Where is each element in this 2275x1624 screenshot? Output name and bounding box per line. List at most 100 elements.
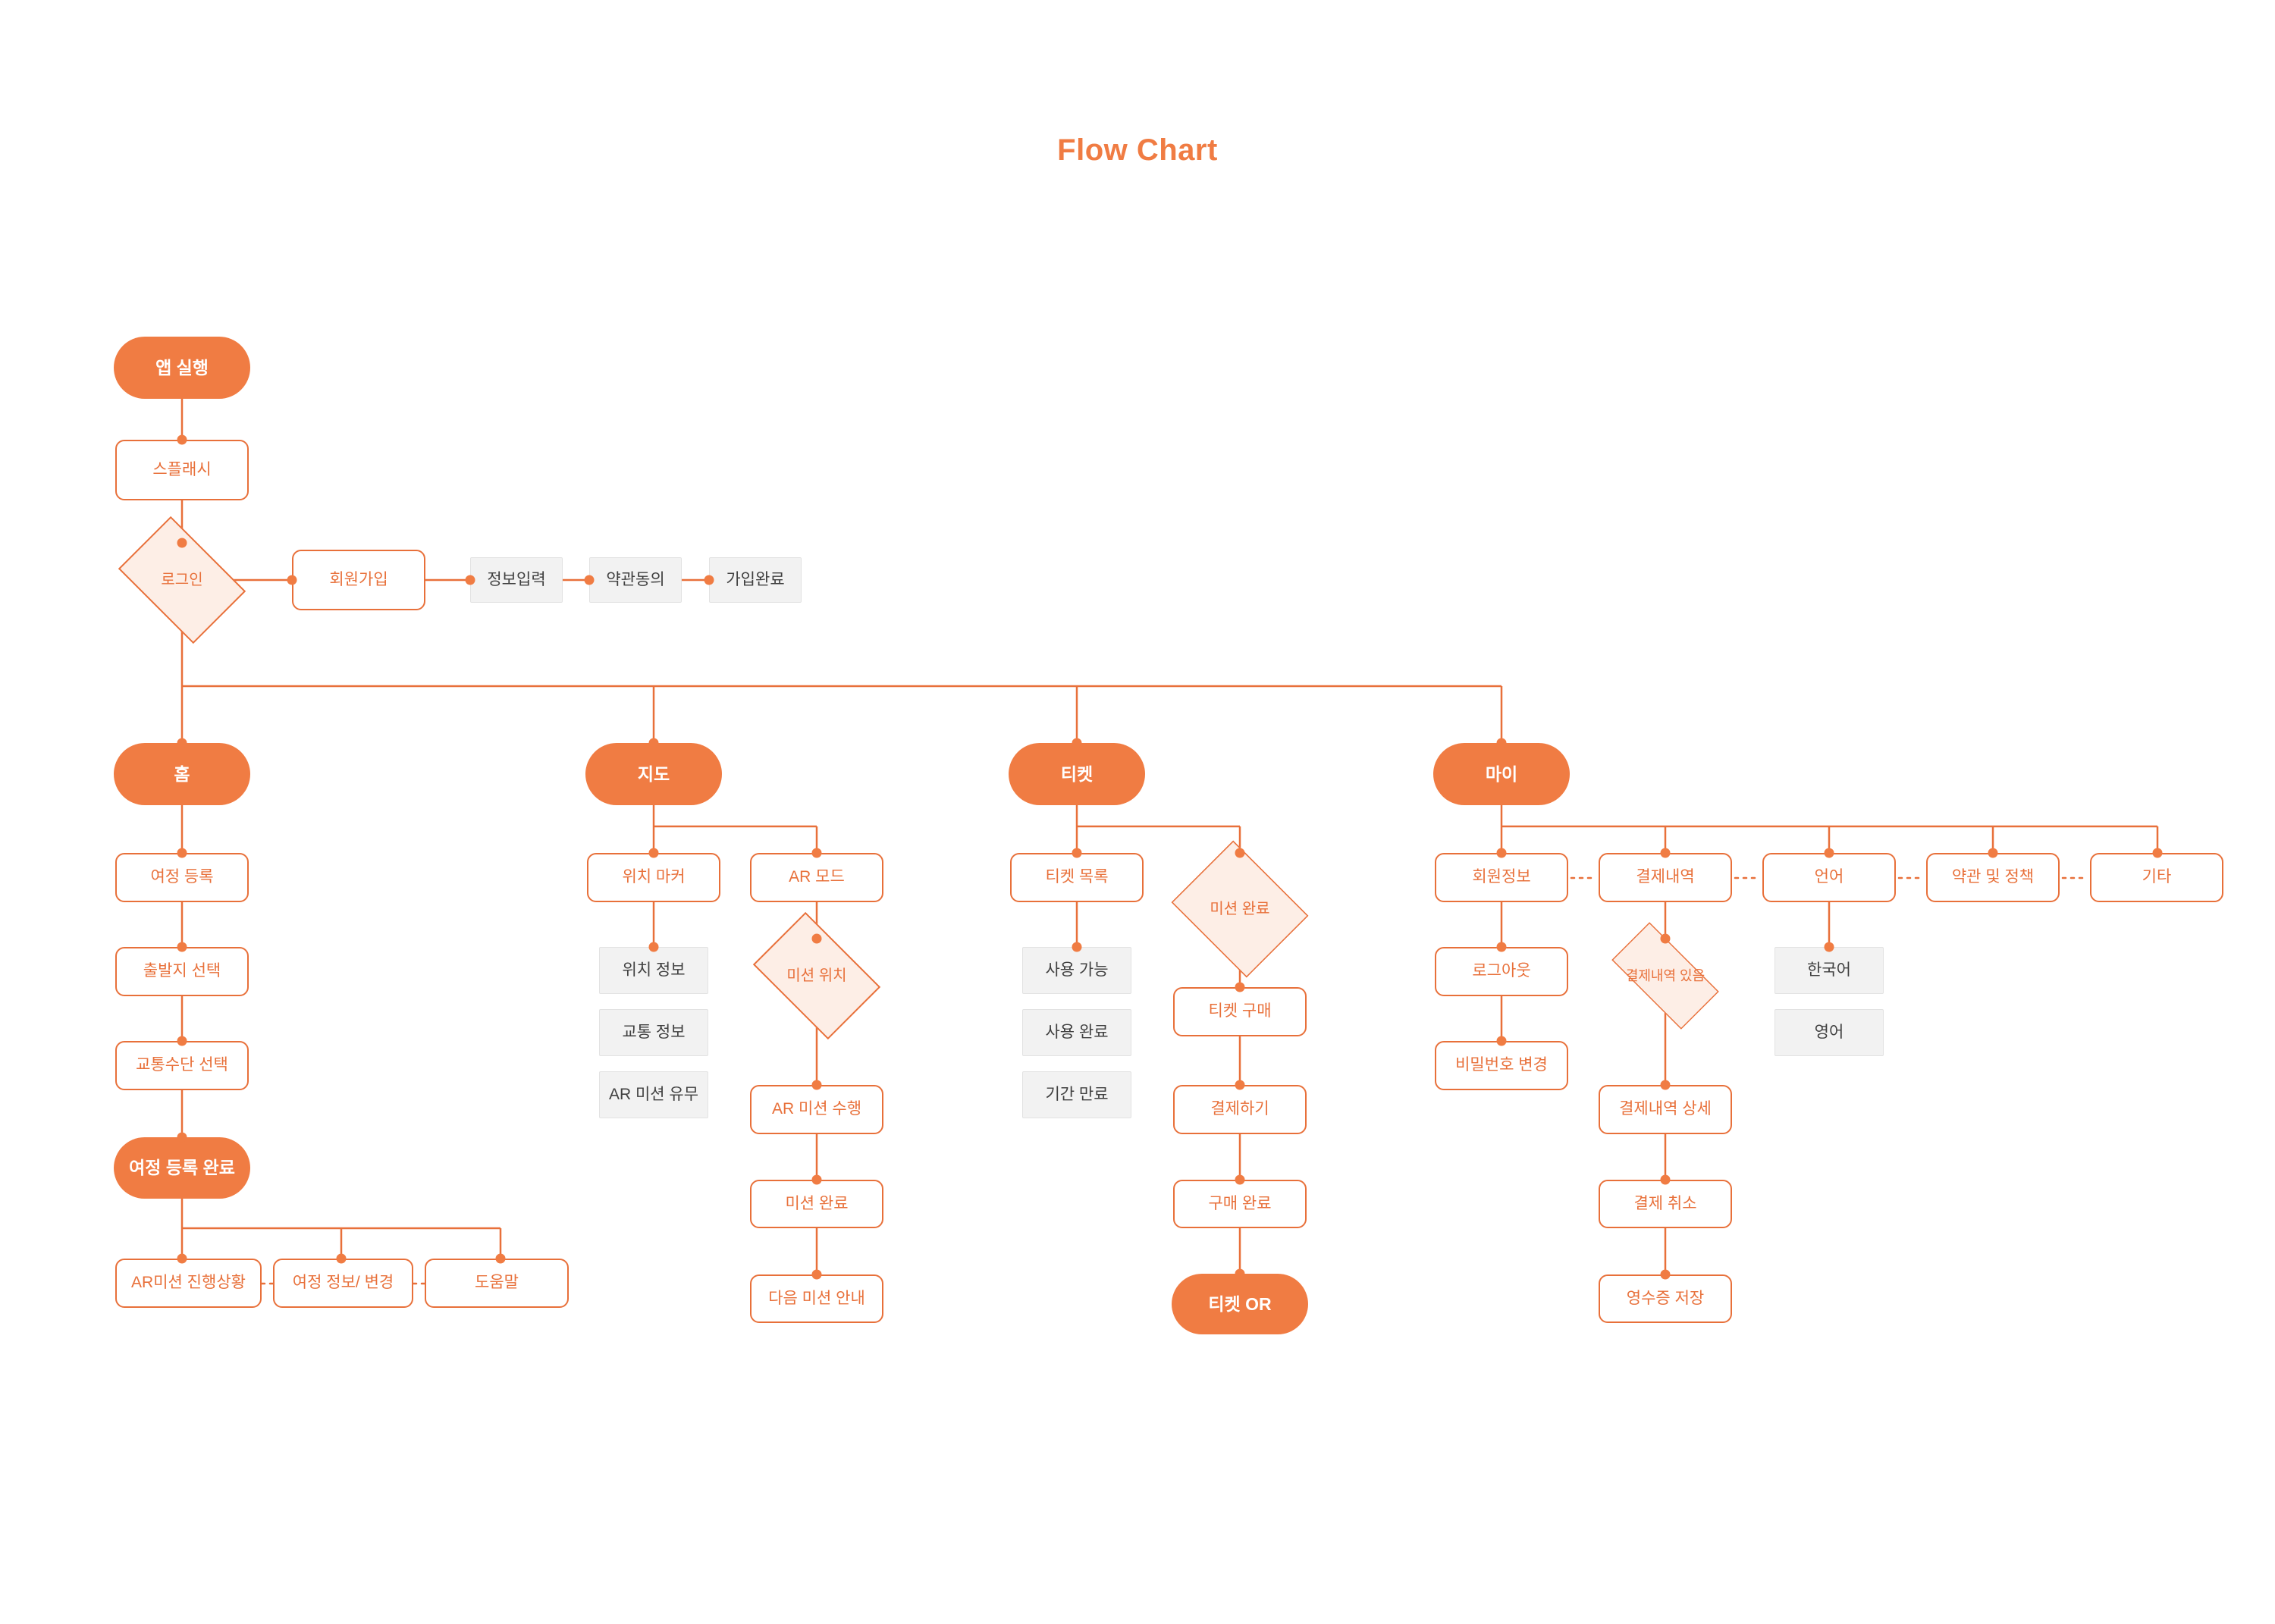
node-signup[interactable]: 회원가입 [292, 550, 425, 610]
node-label: 앱 실행 [155, 357, 209, 378]
node-next-mission[interactable]: 다음 미션 안내 [750, 1274, 883, 1323]
connector-dot [1660, 848, 1671, 858]
node-label: 로그아웃 [1472, 962, 1531, 980]
node-label: 다음 미션 안내 [768, 1289, 865, 1307]
node-label: 티켓 OR [1208, 1293, 1272, 1314]
node-korean[interactable]: 한국어 [1774, 947, 1884, 994]
node-label: 약관 및 정책 [1951, 868, 2035, 886]
node-label: 교통수단 선택 [136, 1056, 228, 1074]
node-label: 여정 등록 [150, 868, 214, 886]
node-label: 로그인 [161, 571, 203, 588]
node-origin-select[interactable]: 출발지 선택 [115, 947, 249, 996]
node-signup-done[interactable]: 가입완료 [709, 557, 802, 603]
node-ticket-qr[interactable]: 티켓 OR [1172, 1274, 1308, 1334]
node-expired[interactable]: 기간 만료 [1022, 1071, 1131, 1118]
node-ticket-buy[interactable]: 티켓 구매 [1173, 987, 1307, 1036]
node-etc[interactable]: 기타 [2090, 853, 2223, 902]
node-receipt-save[interactable]: 영수증 저장 [1599, 1274, 1732, 1323]
node-traffic-info[interactable]: 교통 정보 [599, 1009, 708, 1056]
node-label: AR 모드 [789, 868, 845, 886]
node-home[interactable]: 홈 [114, 743, 250, 805]
connector-dot [648, 738, 659, 748]
connector-dot [811, 1080, 822, 1090]
node-purchase-done[interactable]: 구매 완료 [1173, 1180, 1307, 1228]
node-trip-done[interactable]: 여정 등록 완료 [114, 1137, 250, 1199]
connector-dot [811, 1174, 822, 1185]
node-label: 교통 정보 [622, 1023, 686, 1041]
connector-dot [177, 738, 187, 748]
connector-dot [648, 848, 659, 858]
node-mission-loc[interactable]: 미션 위치 [752, 911, 881, 1040]
node-mission-done-ticket[interactable]: 미션 완료 [1171, 840, 1309, 978]
node-label: 영수증 저장 [1626, 1289, 1705, 1307]
connector-dot [1235, 1080, 1245, 1090]
connector-dot [1235, 1268, 1245, 1279]
node-ar-mission-do[interactable]: AR 미션 수행 [750, 1085, 883, 1134]
connector-dot [1824, 848, 1834, 858]
node-ar-progress[interactable]: AR미션 진행상황 [115, 1259, 262, 1308]
node-has-pay-history[interactable]: 결제내역 있음 [1597, 922, 1734, 1030]
connector-dot [1235, 1174, 1245, 1185]
node-trip-register[interactable]: 여정 등록 [115, 853, 249, 902]
node-label: 홈 [174, 763, 190, 784]
node-pay-history[interactable]: 결제내역 [1599, 853, 1732, 902]
node-label: 한국어 [1807, 961, 1851, 979]
node-transport-select[interactable]: 교통수단 선택 [115, 1041, 249, 1090]
node-app-start[interactable]: 앱 실행 [114, 337, 250, 399]
connector-dot [336, 1253, 347, 1264]
node-label: AR 미션 유무 [608, 1085, 699, 1103]
node-pay-cancel[interactable]: 결제 취소 [1599, 1180, 1732, 1228]
node-info-input[interactable]: 정보입력 [470, 557, 563, 603]
node-ar-mode[interactable]: AR 모드 [750, 853, 883, 902]
node-ar-mission-exist[interactable]: AR 미션 유무 [599, 1071, 708, 1118]
node-pay-detail[interactable]: 결제내역 상세 [1599, 1085, 1732, 1134]
node-pay[interactable]: 결제하기 [1173, 1085, 1307, 1134]
node-ticket[interactable]: 티켓 [1009, 743, 1145, 805]
node-help[interactable]: 도움말 [425, 1259, 569, 1308]
connector-dot [1496, 942, 1507, 952]
node-label: 비밀번호 변경 [1455, 1056, 1548, 1074]
node-label: 결제 취소 [1633, 1194, 1697, 1212]
node-loc-info[interactable]: 위치 정보 [599, 947, 708, 994]
node-label: 여정 등록 완료 [129, 1158, 235, 1178]
node-usable[interactable]: 사용 가능 [1022, 947, 1131, 994]
node-label: 언어 [1814, 868, 1844, 886]
node-terms-agree[interactable]: 약관동의 [589, 557, 682, 603]
node-label: 약관동의 [606, 570, 665, 588]
node-used[interactable]: 사용 완료 [1022, 1009, 1131, 1056]
connector-dot [177, 1253, 187, 1264]
connector-dot [1496, 738, 1507, 748]
node-english[interactable]: 영어 [1774, 1009, 1884, 1056]
node-trip-info-change[interactable]: 여정 정보/ 변경 [273, 1259, 413, 1308]
node-map[interactable]: 지도 [585, 743, 722, 805]
connector-dot [811, 933, 822, 944]
node-logout[interactable]: 로그아웃 [1435, 947, 1568, 996]
node-label: 정보입력 [487, 570, 546, 588]
node-label: 결제내역 [1636, 868, 1695, 886]
connector-dot [704, 575, 714, 585]
node-label: 티켓 구매 [1208, 1002, 1272, 1020]
node-loc-marker[interactable]: 위치 마커 [587, 853, 720, 902]
connector-dot [287, 575, 297, 585]
connector-dot [811, 1269, 822, 1280]
connector-dot [177, 538, 187, 548]
node-splash[interactable]: 스플래시 [115, 440, 249, 500]
node-label: 지도 [637, 763, 670, 784]
node-member-info[interactable]: 회원정보 [1435, 853, 1568, 902]
node-terms-policy[interactable]: 약관 및 정책 [1926, 853, 2060, 902]
node-label: 마이 [1485, 763, 1518, 784]
node-pw-change[interactable]: 비밀번호 변경 [1435, 1041, 1568, 1090]
connector-dot [1072, 738, 1082, 748]
connector-dot [811, 848, 822, 858]
node-my[interactable]: 마이 [1433, 743, 1570, 805]
node-mission-done-map[interactable]: 미션 완료 [750, 1180, 883, 1228]
node-label: 위치 마커 [622, 868, 686, 886]
node-language[interactable]: 언어 [1762, 853, 1896, 902]
connector-dot [648, 942, 659, 952]
node-label: 가입완료 [726, 570, 785, 588]
node-ticket-list[interactable]: 티켓 목록 [1010, 853, 1144, 902]
node-login[interactable]: 로그인 [118, 516, 246, 644]
connector-dot [584, 575, 595, 585]
